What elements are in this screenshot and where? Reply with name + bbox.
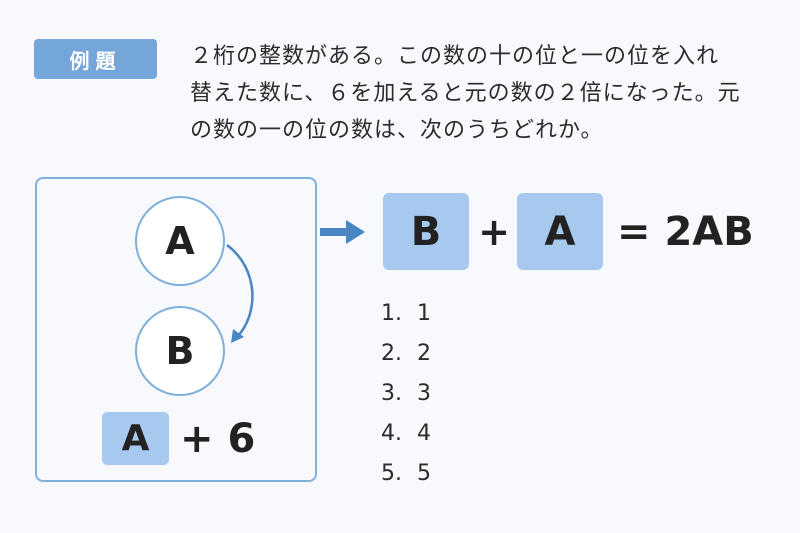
choice-number: 2. (381, 340, 402, 366)
choice-value: 4 (417, 420, 431, 446)
problem-text: ２桁の整数がある。この数の十の位と一の位を入れ 替えた数に、６を加えると元の数の… (190, 38, 770, 149)
choice-number: 1. (381, 300, 402, 326)
problem-line: の数の一の位の数は、次のうちどれか。 (190, 118, 604, 143)
problem-line: 替えた数に、６を加えると元の数の２倍になった。元 (190, 81, 741, 106)
example-badge: 例題 (34, 39, 157, 79)
equation-result: = 2AB (617, 208, 754, 255)
equation-box-a: A (517, 193, 603, 270)
plus-six-text: + 6 (180, 415, 256, 462)
ones-digit-circle: B (135, 306, 225, 396)
choice-number: 5. (381, 460, 402, 486)
right-arrow-icon (320, 220, 365, 244)
equation-plus: + (478, 209, 510, 254)
swap-arrow-icon (226, 244, 254, 343)
swap-diagram-panel: A B A + 6 (35, 177, 317, 482)
choice-value: 5 (417, 460, 431, 486)
choice-item[interactable]: 4. 4 (381, 413, 431, 453)
choice-number: 3. (381, 380, 402, 406)
choice-value: 3 (417, 380, 431, 406)
choice-item[interactable]: 5. 5 (381, 453, 431, 493)
choice-item[interactable]: 2. 2 (381, 333, 431, 373)
addend-box: A (102, 412, 169, 465)
choice-value: 2 (417, 340, 431, 366)
choice-item[interactable]: 3. 3 (381, 373, 431, 413)
equation-box-b: B (383, 193, 469, 270)
answer-choices: 1. 1 2. 2 3. 3 4. 4 5. 5 (381, 293, 431, 493)
tens-digit-circle: A (135, 196, 225, 286)
choice-item[interactable]: 1. 1 (381, 293, 431, 333)
choice-number: 4. (381, 420, 402, 446)
choice-value: 1 (417, 300, 431, 326)
problem-line: ２桁の整数がある。この数の十の位と一の位を入れ (190, 44, 720, 69)
